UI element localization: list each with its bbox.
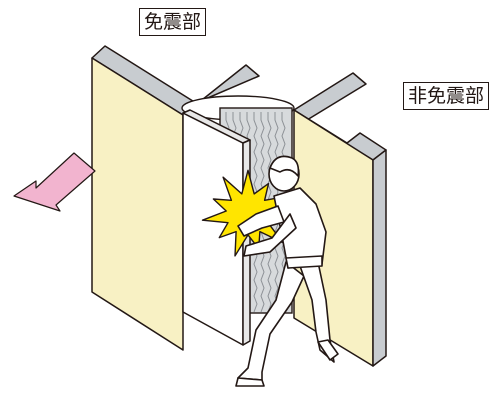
seismic-isolated-label: 免震部 — [139, 8, 207, 36]
non-seismic-isolated-label: 非免震部 — [403, 82, 490, 110]
door-panel — [182, 109, 251, 346]
arrow-left-icon — [13, 152, 96, 212]
person-icon — [235, 155, 339, 387]
seismic-isolated-wall — [91, 45, 260, 351]
